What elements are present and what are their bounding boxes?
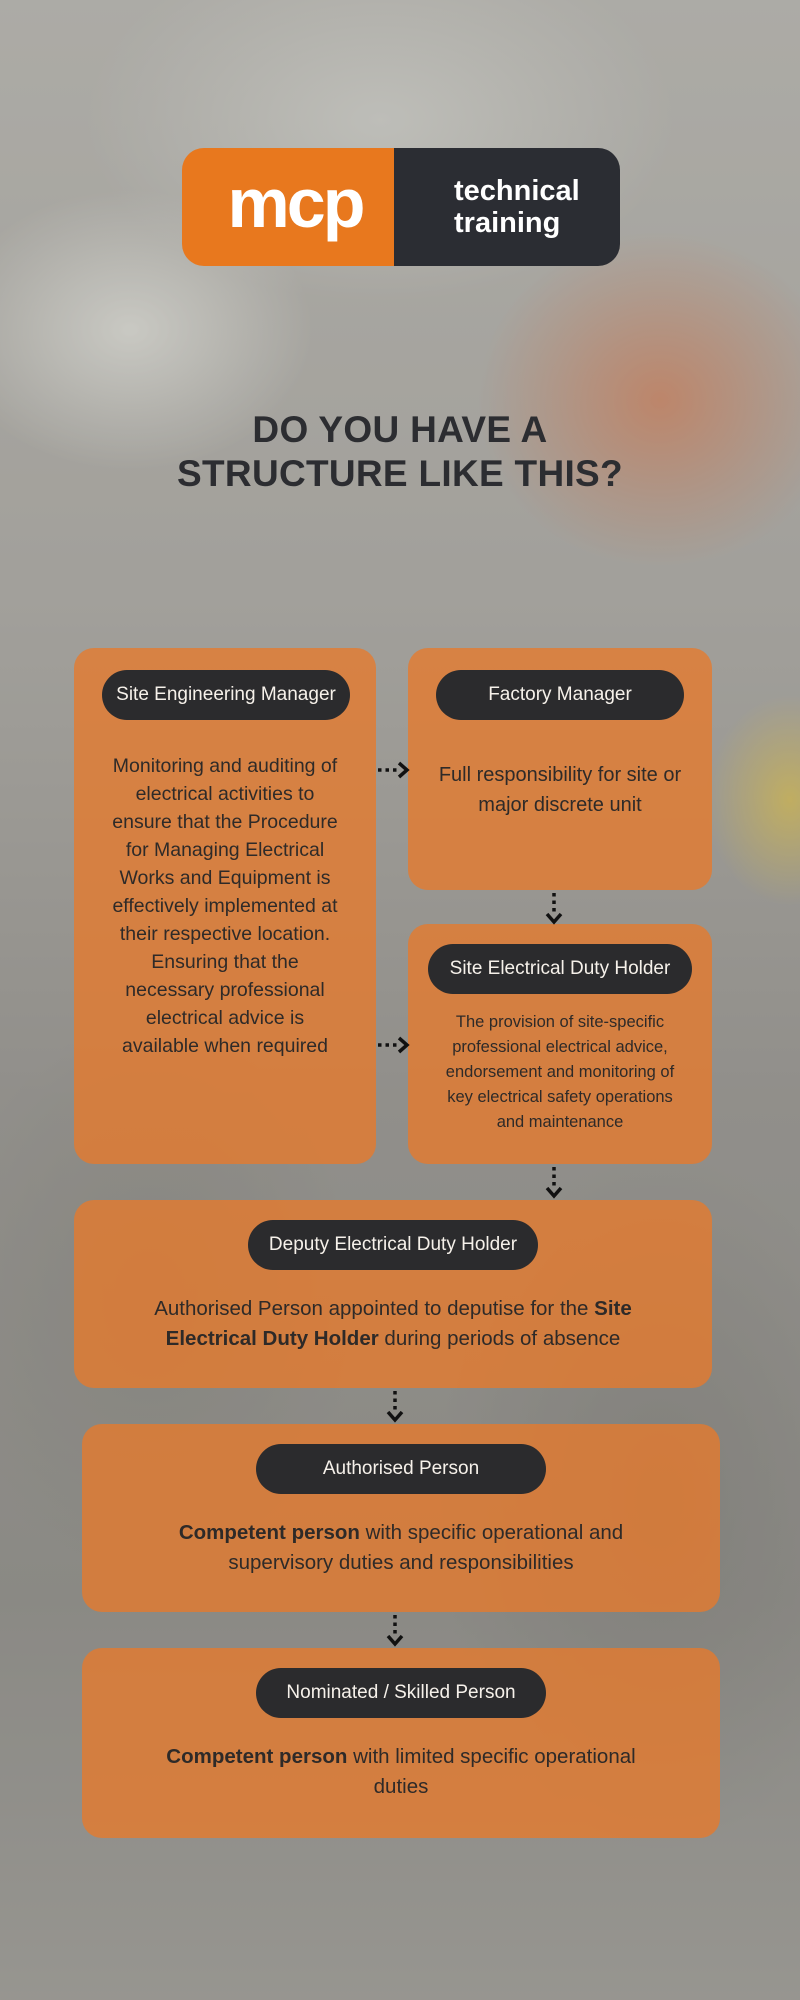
desc-site-electrical-duty-holder: The provision of site-specific professio… (445, 1013, 675, 1131)
pill-site-engineering-manager: Site Engineering Manager (102, 670, 350, 720)
logo-tagline-panel: technical training (394, 148, 620, 266)
desc-deputy-part2: during periods of absence (378, 1327, 621, 1350)
pill-deputy-electrical-duty-holder: Deputy Electrical Duty Holder (248, 1220, 538, 1270)
desc-authorised-person: Competent person with specific operation… (162, 1518, 640, 1578)
desc-nominated-bold: Competent person (166, 1745, 348, 1768)
logo-mark-text: mcp (227, 164, 366, 242)
pill-authorised-person: Authorised Person (256, 1444, 546, 1494)
box-factory-manager: Factory Manager Full responsibility for … (408, 648, 712, 890)
arrow-right-icon (378, 761, 410, 779)
pill-site-electrical-duty-holder: Site Electrical Duty Holder (428, 944, 692, 994)
pill-nominated-skilled-person: Nominated / Skilled Person (256, 1668, 546, 1718)
desc-authorised-rest: with specific operational and supervisor… (228, 1521, 624, 1574)
arrow-down-icon (386, 1615, 404, 1647)
desc-deputy-part1: Authorised Person appointed to deputise … (154, 1297, 595, 1320)
page-title-line1: DO YOU HAVE A (252, 409, 548, 450)
box-site-electrical-duty-holder: Site Electrical Duty Holder The provisio… (408, 924, 712, 1164)
desc-nominated-rest: with limited specific operational duties (347, 1745, 636, 1798)
box-nominated-skilled-person: Nominated / Skilled Person Competent per… (82, 1648, 720, 1838)
box-site-engineering-manager: Site Engineering Manager Monitoring and … (74, 648, 376, 1164)
desc-site-engineering-manager: Monitoring and auditing of electrical ac… (112, 755, 338, 1057)
box-authorised-person: Authorised Person Competent person with … (82, 1424, 720, 1612)
desc-deputy-electrical-duty-holder: Authorised Person appointed to deputise … (138, 1294, 648, 1354)
desc-deputy-bold: Site Electrical Duty Holder (165, 1297, 632, 1350)
desc-authorised-bold: Competent person (178, 1521, 360, 1544)
logo: mcp technical training (182, 148, 620, 266)
logo-mark-panel: mcp (182, 148, 430, 266)
arrow-down-icon (545, 1167, 563, 1199)
arrow-down-icon (545, 893, 563, 925)
page-title-line2: STRUCTURE LIKE THIS? (177, 453, 623, 494)
desc-nominated-skilled-person: Competent person with limited specific o… (152, 1742, 650, 1802)
logo-tagline-line2: training (454, 207, 561, 239)
page-title: DO YOU HAVE A STRUCTURE LIKE THIS? (100, 408, 700, 496)
pill-factory-manager: Factory Manager (436, 670, 684, 720)
arrow-down-icon (386, 1391, 404, 1423)
desc-factory-manager: Full responsibility for site or major di… (438, 764, 682, 816)
arrow-right-icon (378, 1036, 410, 1054)
logo-tagline-line1: technical (454, 175, 580, 207)
box-deputy-electrical-duty-holder: Deputy Electrical Duty Holder Authorised… (74, 1200, 712, 1388)
